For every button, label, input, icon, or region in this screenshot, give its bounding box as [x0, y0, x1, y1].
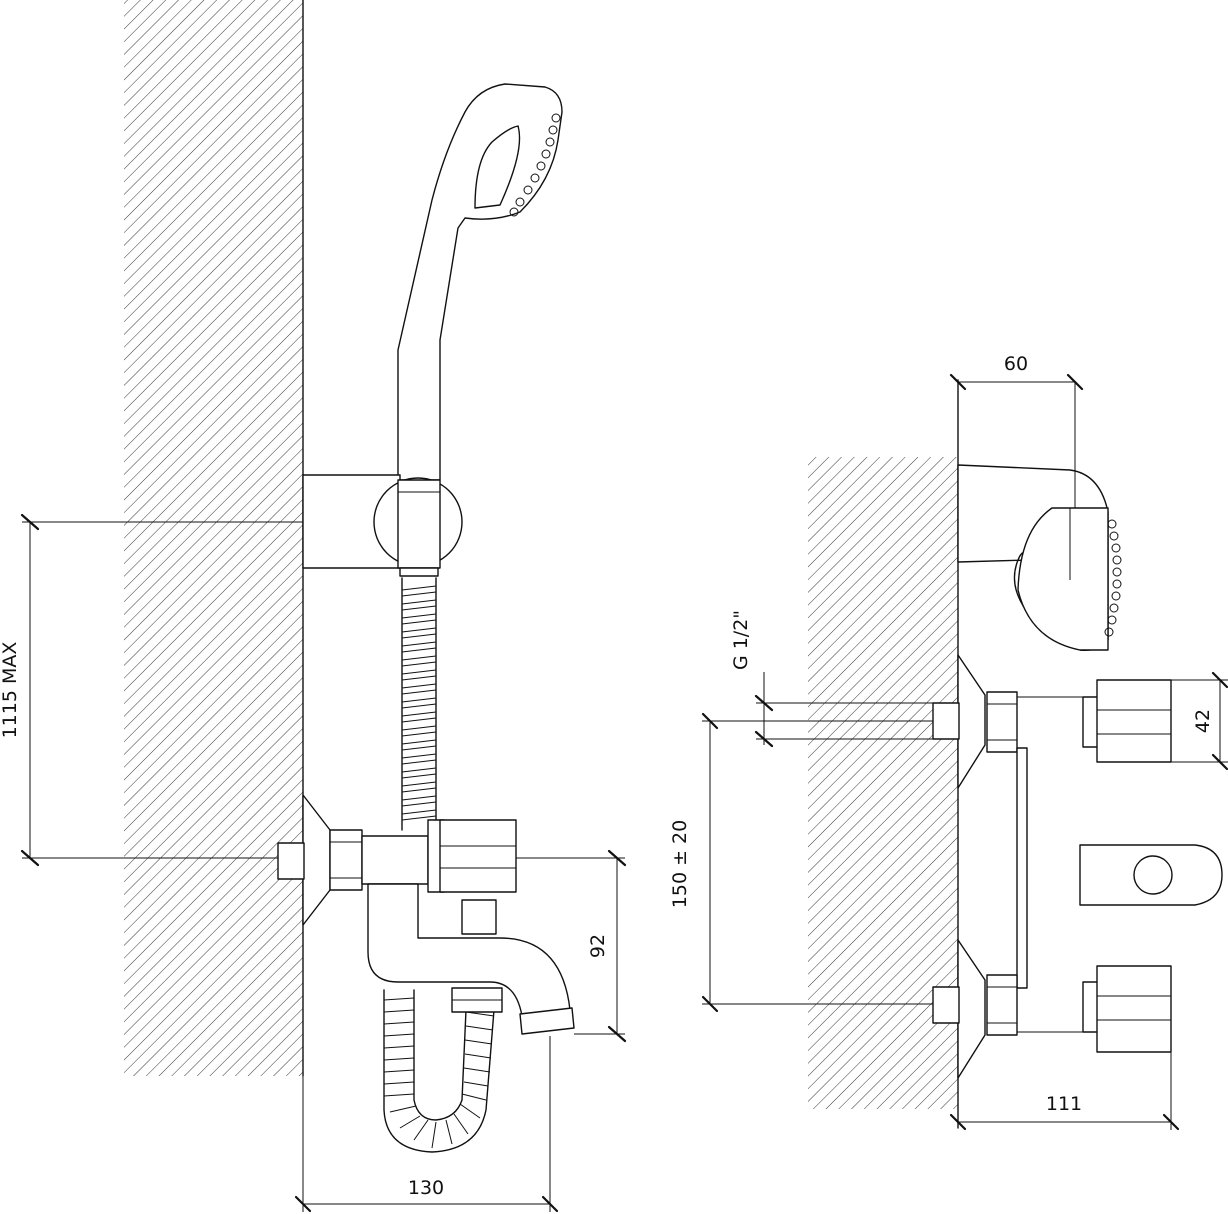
shower-holder — [302, 474, 463, 577]
dimension-max-height: 1115 MAX — [0, 513, 303, 867]
dimension-center-distance: 150 ± 20 — [669, 712, 933, 1013]
label-max-height: 1115 MAX — [0, 642, 21, 739]
label-thread: G 1/2" — [730, 610, 752, 670]
left-view: 1115 MAX 92 130 — [0, 0, 627, 1213]
shower-nozzles — [509, 113, 561, 217]
mixer-body-right — [1016, 747, 1223, 989]
shower-hose — [383, 577, 503, 1153]
dimension-projection-right: 111 — [949, 1052, 1180, 1131]
dimension-depth-top: 60 — [949, 353, 1084, 508]
upper-connection — [932, 654, 1172, 789]
shower-head-top-view — [957, 464, 1122, 651]
shower-head-nozzles — [1104, 519, 1122, 637]
wall-hatch-left — [124, 0, 303, 1076]
dimension-thread: G 1/2" — [730, 610, 933, 748]
dimension-projection-left: 130 — [294, 1036, 559, 1213]
label-projection-right: 111 — [1046, 1093, 1082, 1115]
right-view: 60 G 1/2" 150 ± 20 42 — [669, 353, 1228, 1131]
label-knob-size: 42 — [1192, 709, 1214, 733]
dimension-knob-size: 42 — [1171, 671, 1228, 771]
lower-connection — [932, 939, 1172, 1079]
mixer-body-left — [277, 794, 575, 1035]
label-depth-top: 60 — [1004, 353, 1028, 375]
label-projection-left: 130 — [408, 1177, 444, 1199]
hand-shower — [397, 83, 563, 481]
label-center-distance: 150 ± 20 — [669, 820, 691, 908]
label-outlet-height: 92 — [587, 934, 609, 958]
dimension-outlet-height: 92 — [516, 849, 627, 1043]
